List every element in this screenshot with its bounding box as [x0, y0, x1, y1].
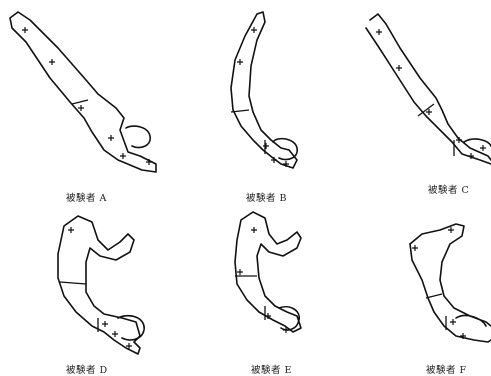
- panel-subject-a: 被験者 A: [0, 0, 165, 200]
- marker-plus-icons-f: [330, 200, 491, 371]
- panel-subject-c: 被験者 C: [330, 0, 491, 200]
- marker-plus-icons-d: [0, 200, 165, 371]
- panel-subject-f: 被験者 F: [330, 200, 491, 371]
- panel-subject-e: 被験者 E: [165, 200, 330, 371]
- caption-subject-d: 被験者 D: [66, 362, 108, 376]
- marker-plus-icons-a: [0, 0, 165, 200]
- marker-plus-icons-e: [165, 200, 330, 371]
- marker-plus-icons-b: [165, 0, 330, 200]
- marker-plus-icons-c: [330, 0, 491, 200]
- caption-subject-e: 被験者 E: [251, 362, 292, 376]
- caption-subject-c: 被験者 C: [428, 182, 469, 196]
- panel-subject-b: 被験者 B: [165, 0, 330, 200]
- panel-subject-d: 被験者 D: [0, 200, 165, 371]
- caption-subject-f: 被験者 F: [426, 362, 467, 376]
